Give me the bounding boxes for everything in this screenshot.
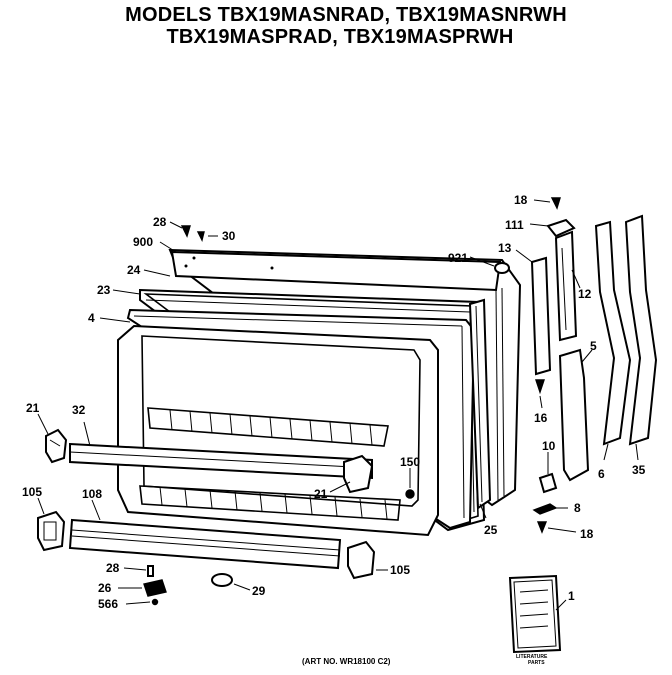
callout-24: 24 xyxy=(127,263,141,277)
screw-30 xyxy=(196,231,205,243)
callout-105-right: 105 xyxy=(390,563,410,577)
callout-108: 108 xyxy=(82,487,102,501)
art-number: (ART NO. WR18100 C2) xyxy=(302,657,391,666)
handle-cap-5 xyxy=(558,348,590,482)
shelf-end-cap-left xyxy=(45,428,68,464)
callout-8: 8 xyxy=(574,501,581,515)
door-liner xyxy=(117,324,439,537)
door-side-panel xyxy=(468,298,492,510)
literature-sublabel: PARTS xyxy=(528,660,545,666)
handle-clip-111 xyxy=(546,218,576,238)
callout-32: 32 xyxy=(72,403,86,417)
handle-trim-13 xyxy=(530,256,552,376)
cover-29 xyxy=(211,573,233,587)
shelf-end-cap-right xyxy=(343,454,374,494)
plug-921 xyxy=(494,262,510,274)
diagram-title-line2: TBX19MASPRAD, TBX19MASPRWH xyxy=(166,26,514,48)
screw-18-bottom xyxy=(536,521,548,534)
callout-18-top: 18 xyxy=(514,193,528,207)
callout-23: 23 xyxy=(97,283,111,297)
callout-6: 6 xyxy=(598,467,605,481)
literature-label: LITERATURE xyxy=(516,654,548,660)
diagram-title-line1: MODELS TBX19MASNRAD, TBX19MASNRWH xyxy=(125,4,567,26)
callout-16: 16 xyxy=(534,411,548,425)
callout-10: 10 xyxy=(542,439,556,453)
callout-30: 30 xyxy=(222,229,236,243)
callout-150: 150 xyxy=(400,455,420,469)
screw-18-top xyxy=(550,197,561,210)
callout-4: 4 xyxy=(88,311,95,325)
handle-35 xyxy=(624,214,658,446)
handle-6 xyxy=(594,220,632,446)
callout-921: 921 xyxy=(448,251,468,265)
callout-5: 5 xyxy=(590,339,597,353)
callout-26: 26 xyxy=(98,581,112,595)
bottom-shelf-bar xyxy=(68,518,342,570)
screw-566 xyxy=(151,598,159,606)
callout-21-right: 21 xyxy=(314,487,328,501)
callout-111: 111 xyxy=(505,218,524,232)
callout-35: 35 xyxy=(632,463,646,477)
screw-28-bottom xyxy=(147,565,154,577)
callout-1: 1 xyxy=(568,589,575,603)
callout-29: 29 xyxy=(252,584,266,598)
bracket-26 xyxy=(143,579,167,597)
literature-booklet: LITERATURE PARTS xyxy=(508,574,562,666)
bottom-end-cap-right xyxy=(347,540,376,580)
hinge-pin-8 xyxy=(532,503,558,515)
callout-12: 12 xyxy=(578,287,592,301)
callout-566: 566 xyxy=(98,597,118,611)
callout-21-left: 21 xyxy=(26,401,40,415)
callout-900: 900 xyxy=(133,235,153,249)
screw-16 xyxy=(535,379,545,395)
callout-105-left: 105 xyxy=(22,485,42,499)
screw-28-top xyxy=(180,225,191,238)
bottom-end-cap-left xyxy=(37,510,66,552)
callout-28-bottom: 28 xyxy=(106,561,120,575)
callout-28-top: 28 xyxy=(153,215,167,229)
hinge-10 xyxy=(538,472,558,494)
callout-25: 25 xyxy=(484,523,498,537)
callout-18-bottom: 18 xyxy=(580,527,594,541)
leader-lines xyxy=(37,199,639,611)
handle-bracket-12 xyxy=(554,230,578,342)
callout-13: 13 xyxy=(498,241,512,255)
shelf-bar xyxy=(69,442,373,480)
screw-150 xyxy=(405,489,415,499)
